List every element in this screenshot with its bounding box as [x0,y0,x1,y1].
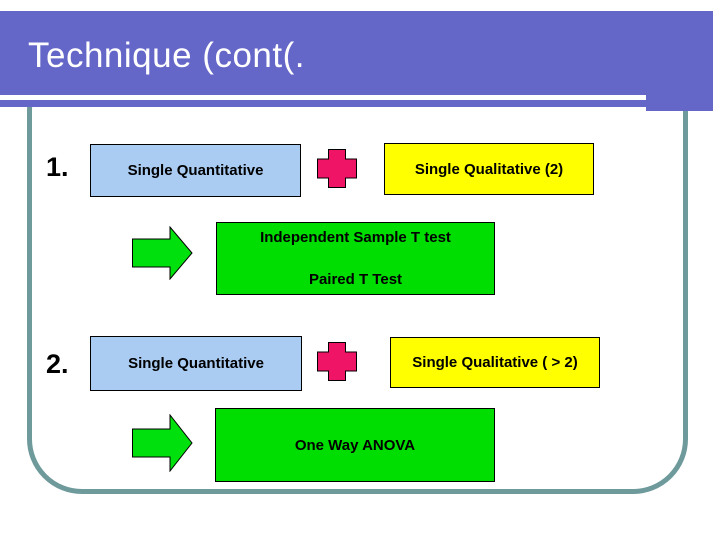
title-bar [0,11,646,107]
right-arrow-icon [132,413,193,477]
result-line: One Way ANOVA [294,436,416,454]
right-arrow-shape [132,413,193,473]
plus-shape [317,342,357,381]
quantitative-box-2: Single Quantitative [90,336,302,391]
plus-icon [317,342,357,386]
section-number-1: 1. [46,152,69,182]
page-title: Technique (cont(. [28,36,305,75]
title-underline [0,95,646,100]
result-line: Paired T Test [308,271,403,288]
plus-icon [317,149,357,193]
result-box-1: Independent Sample T test Paired T Test [216,222,495,295]
qualitative-box-1: Single Qualitative (2) [384,143,594,195]
result-line: Independent Sample T test [260,229,451,246]
result-box-2: One Way ANOVA [215,408,495,482]
quantitative-box-1: Single Quantitative [90,144,301,197]
right-arrow-shape [132,225,193,281]
title-bar-right-segment [646,11,713,111]
section-number-2: 2. [46,349,69,379]
plus-shape [317,149,357,188]
qualitative-box-2: Single Qualitative ( > 2) [390,337,600,388]
right-arrow-icon [132,225,193,285]
